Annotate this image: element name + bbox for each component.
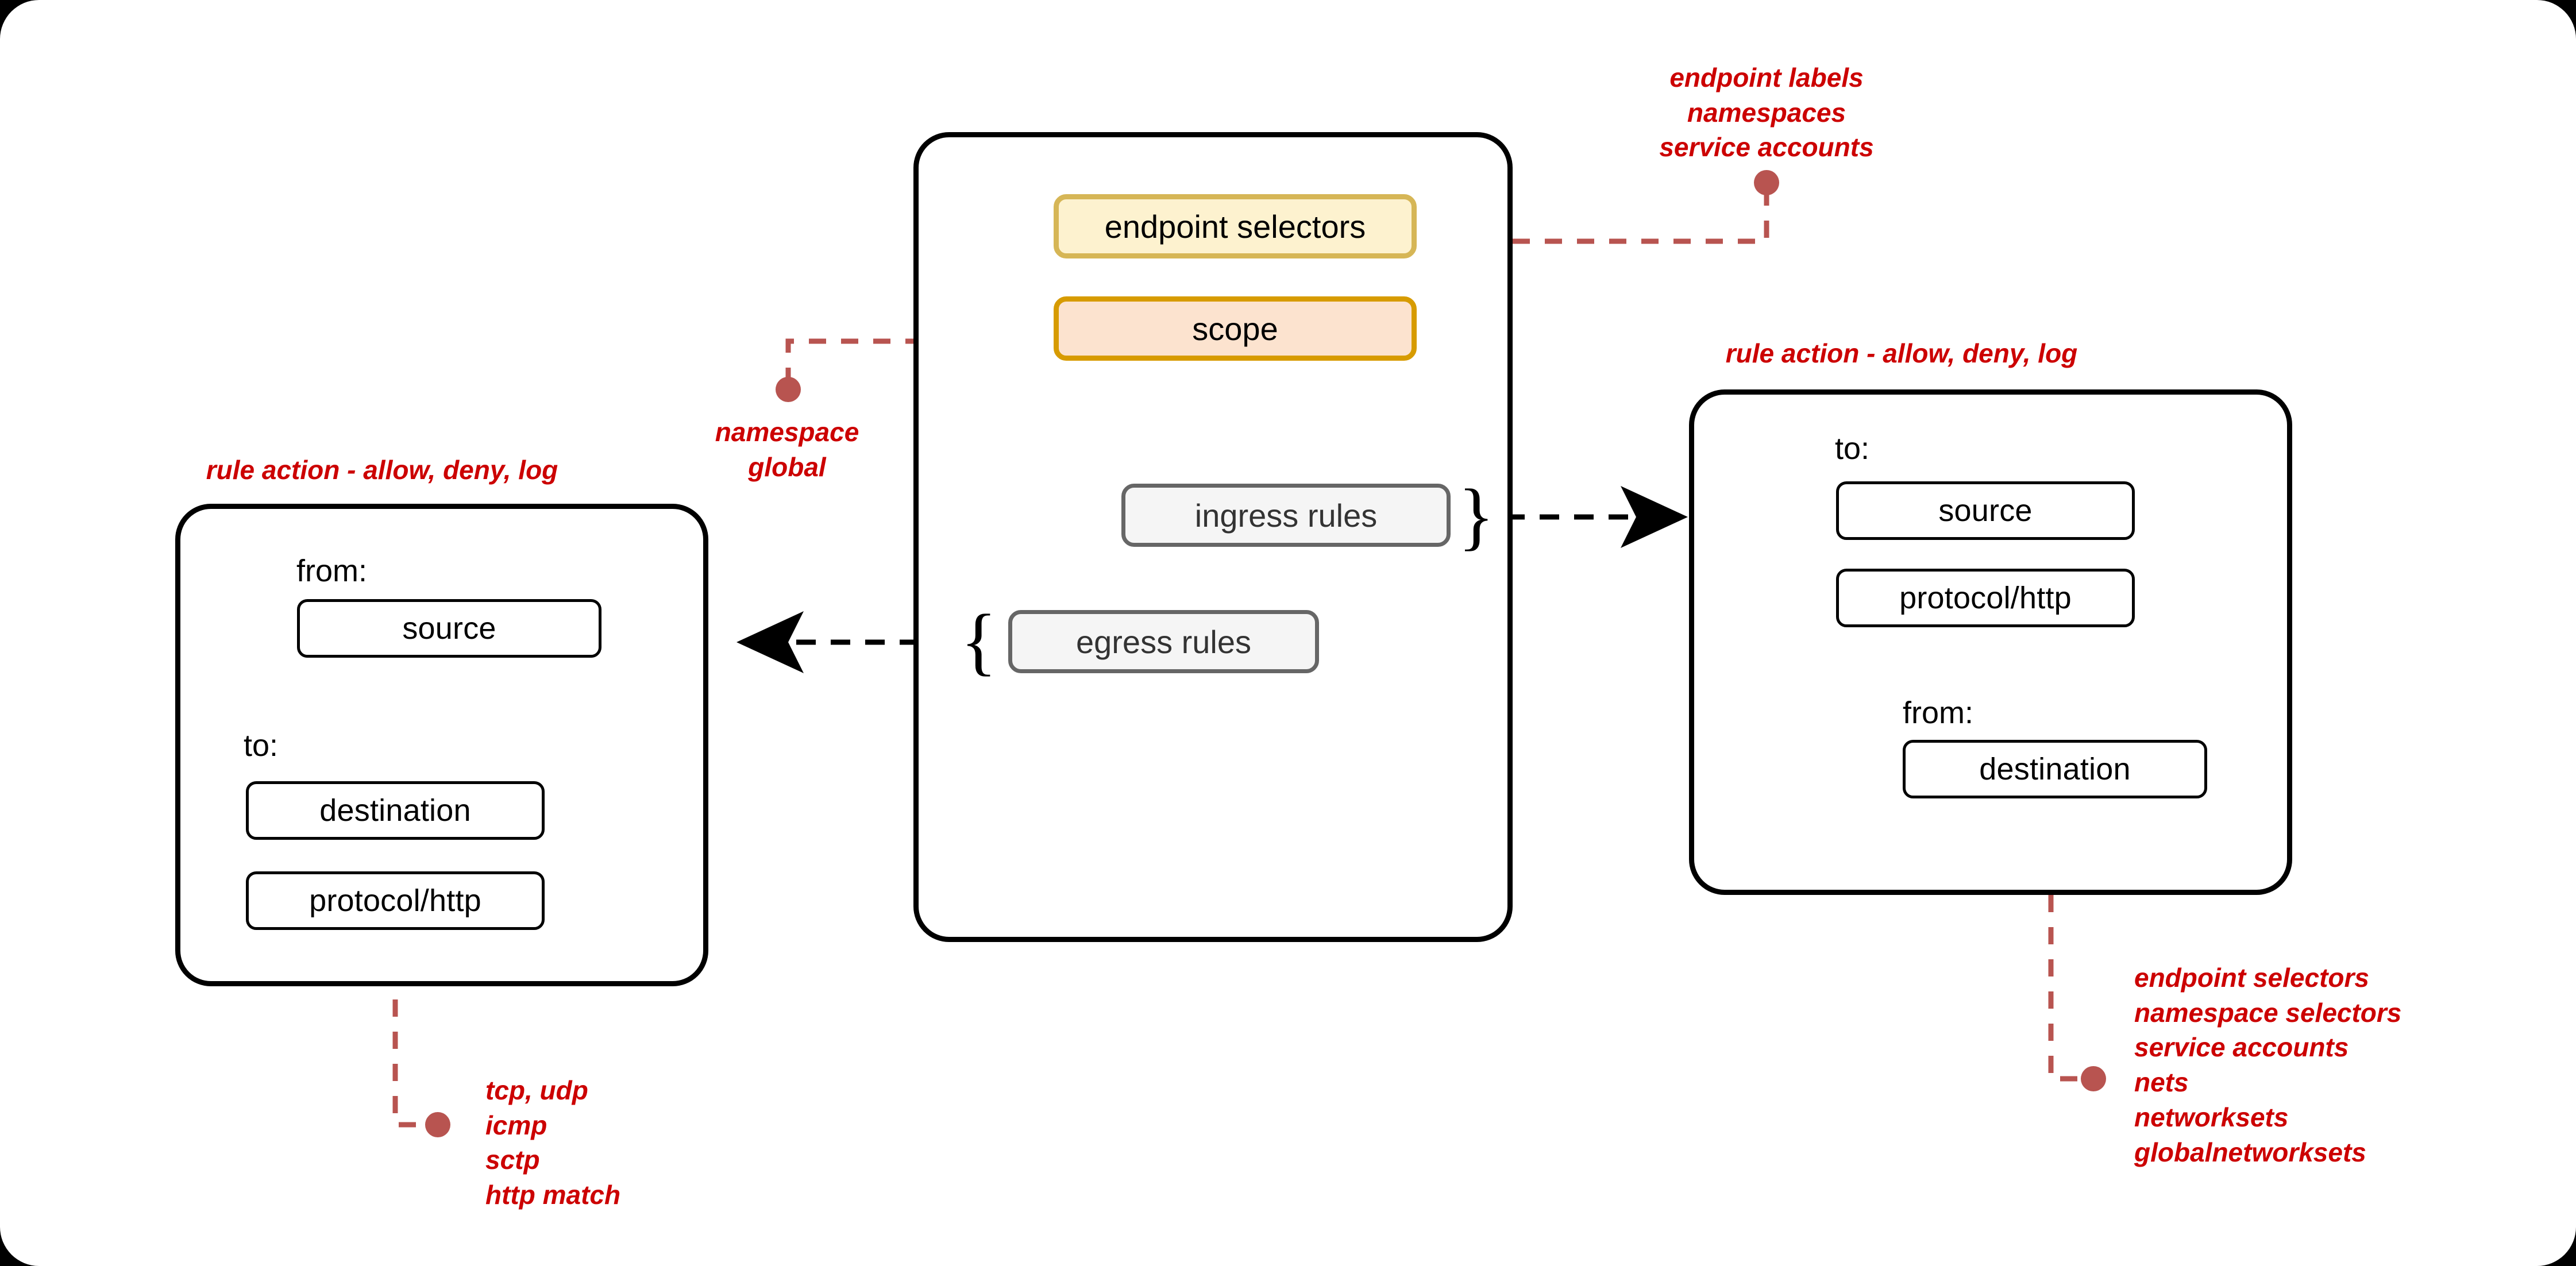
egress-to-destination-label: destination <box>319 793 471 828</box>
right-rule-action-annotation: rule action - allow, deny, log <box>1725 338 2078 368</box>
ingress-from-label: from: <box>1903 696 1974 730</box>
ingress-from-destination-box[interactable]: destination <box>1903 740 2207 798</box>
ingress-rules-label: ingress rules <box>1194 497 1378 534</box>
egress-rule-container <box>175 504 708 986</box>
egress-to-label: to: <box>244 728 279 763</box>
egress-rules-label: egress rules <box>1075 623 1252 660</box>
egress-from-label: from: <box>296 554 368 588</box>
ingress-rule-container <box>1689 389 2292 895</box>
egress-to-protocol-label: protocol/http <box>309 883 481 918</box>
destination-connector-dot <box>2081 1066 2106 1091</box>
ingress-to-source-label: source <box>1938 493 2033 528</box>
ingress-from-destination-label: destination <box>1979 752 2131 786</box>
protocol-connector-dot <box>425 1112 450 1137</box>
left-rule-action-annotation: rule action - allow, deny, log <box>206 455 558 485</box>
egress-to-destination-box[interactable]: destination <box>246 781 545 840</box>
scope-label: scope <box>1192 310 1278 347</box>
ingress-to-protocol-box[interactable]: protocol/http <box>1836 569 2135 627</box>
ingress-to-source-box[interactable]: source <box>1836 481 2135 540</box>
protocol-annotation: tcp, udp icmp sctp http match <box>485 1075 621 1210</box>
endpoint-selectors-connector-dot <box>1754 170 1779 195</box>
ingress-rules-box[interactable]: ingress rules <box>1121 484 1451 547</box>
scope-annotation: namespace global <box>715 417 859 482</box>
ingress-to-label: to: <box>1835 431 1870 466</box>
endpoint-selectors-annotation: endpoint labels namespaces service accou… <box>1659 63 1874 163</box>
egress-from-source-label: source <box>402 611 496 646</box>
egress-rules-box[interactable]: egress rules <box>1008 610 1319 673</box>
ingress-brace: } <box>1458 473 1495 558</box>
egress-brace: { <box>961 599 997 683</box>
ingress-to-protocol-label: protocol/http <box>1899 581 2072 615</box>
endpoint-selectors-label: endpoint selectors <box>1104 208 1366 245</box>
scope-connector-dot <box>776 377 801 402</box>
egress-to-protocol-box[interactable]: protocol/http <box>246 871 545 930</box>
endpoint-selectors-box[interactable]: endpoint selectors <box>1054 194 1417 258</box>
destination-annotation: endpoint selectors namespace selectors s… <box>2134 963 2402 1167</box>
scope-box[interactable]: scope <box>1054 296 1417 361</box>
egress-from-source-box[interactable]: source <box>297 599 601 658</box>
